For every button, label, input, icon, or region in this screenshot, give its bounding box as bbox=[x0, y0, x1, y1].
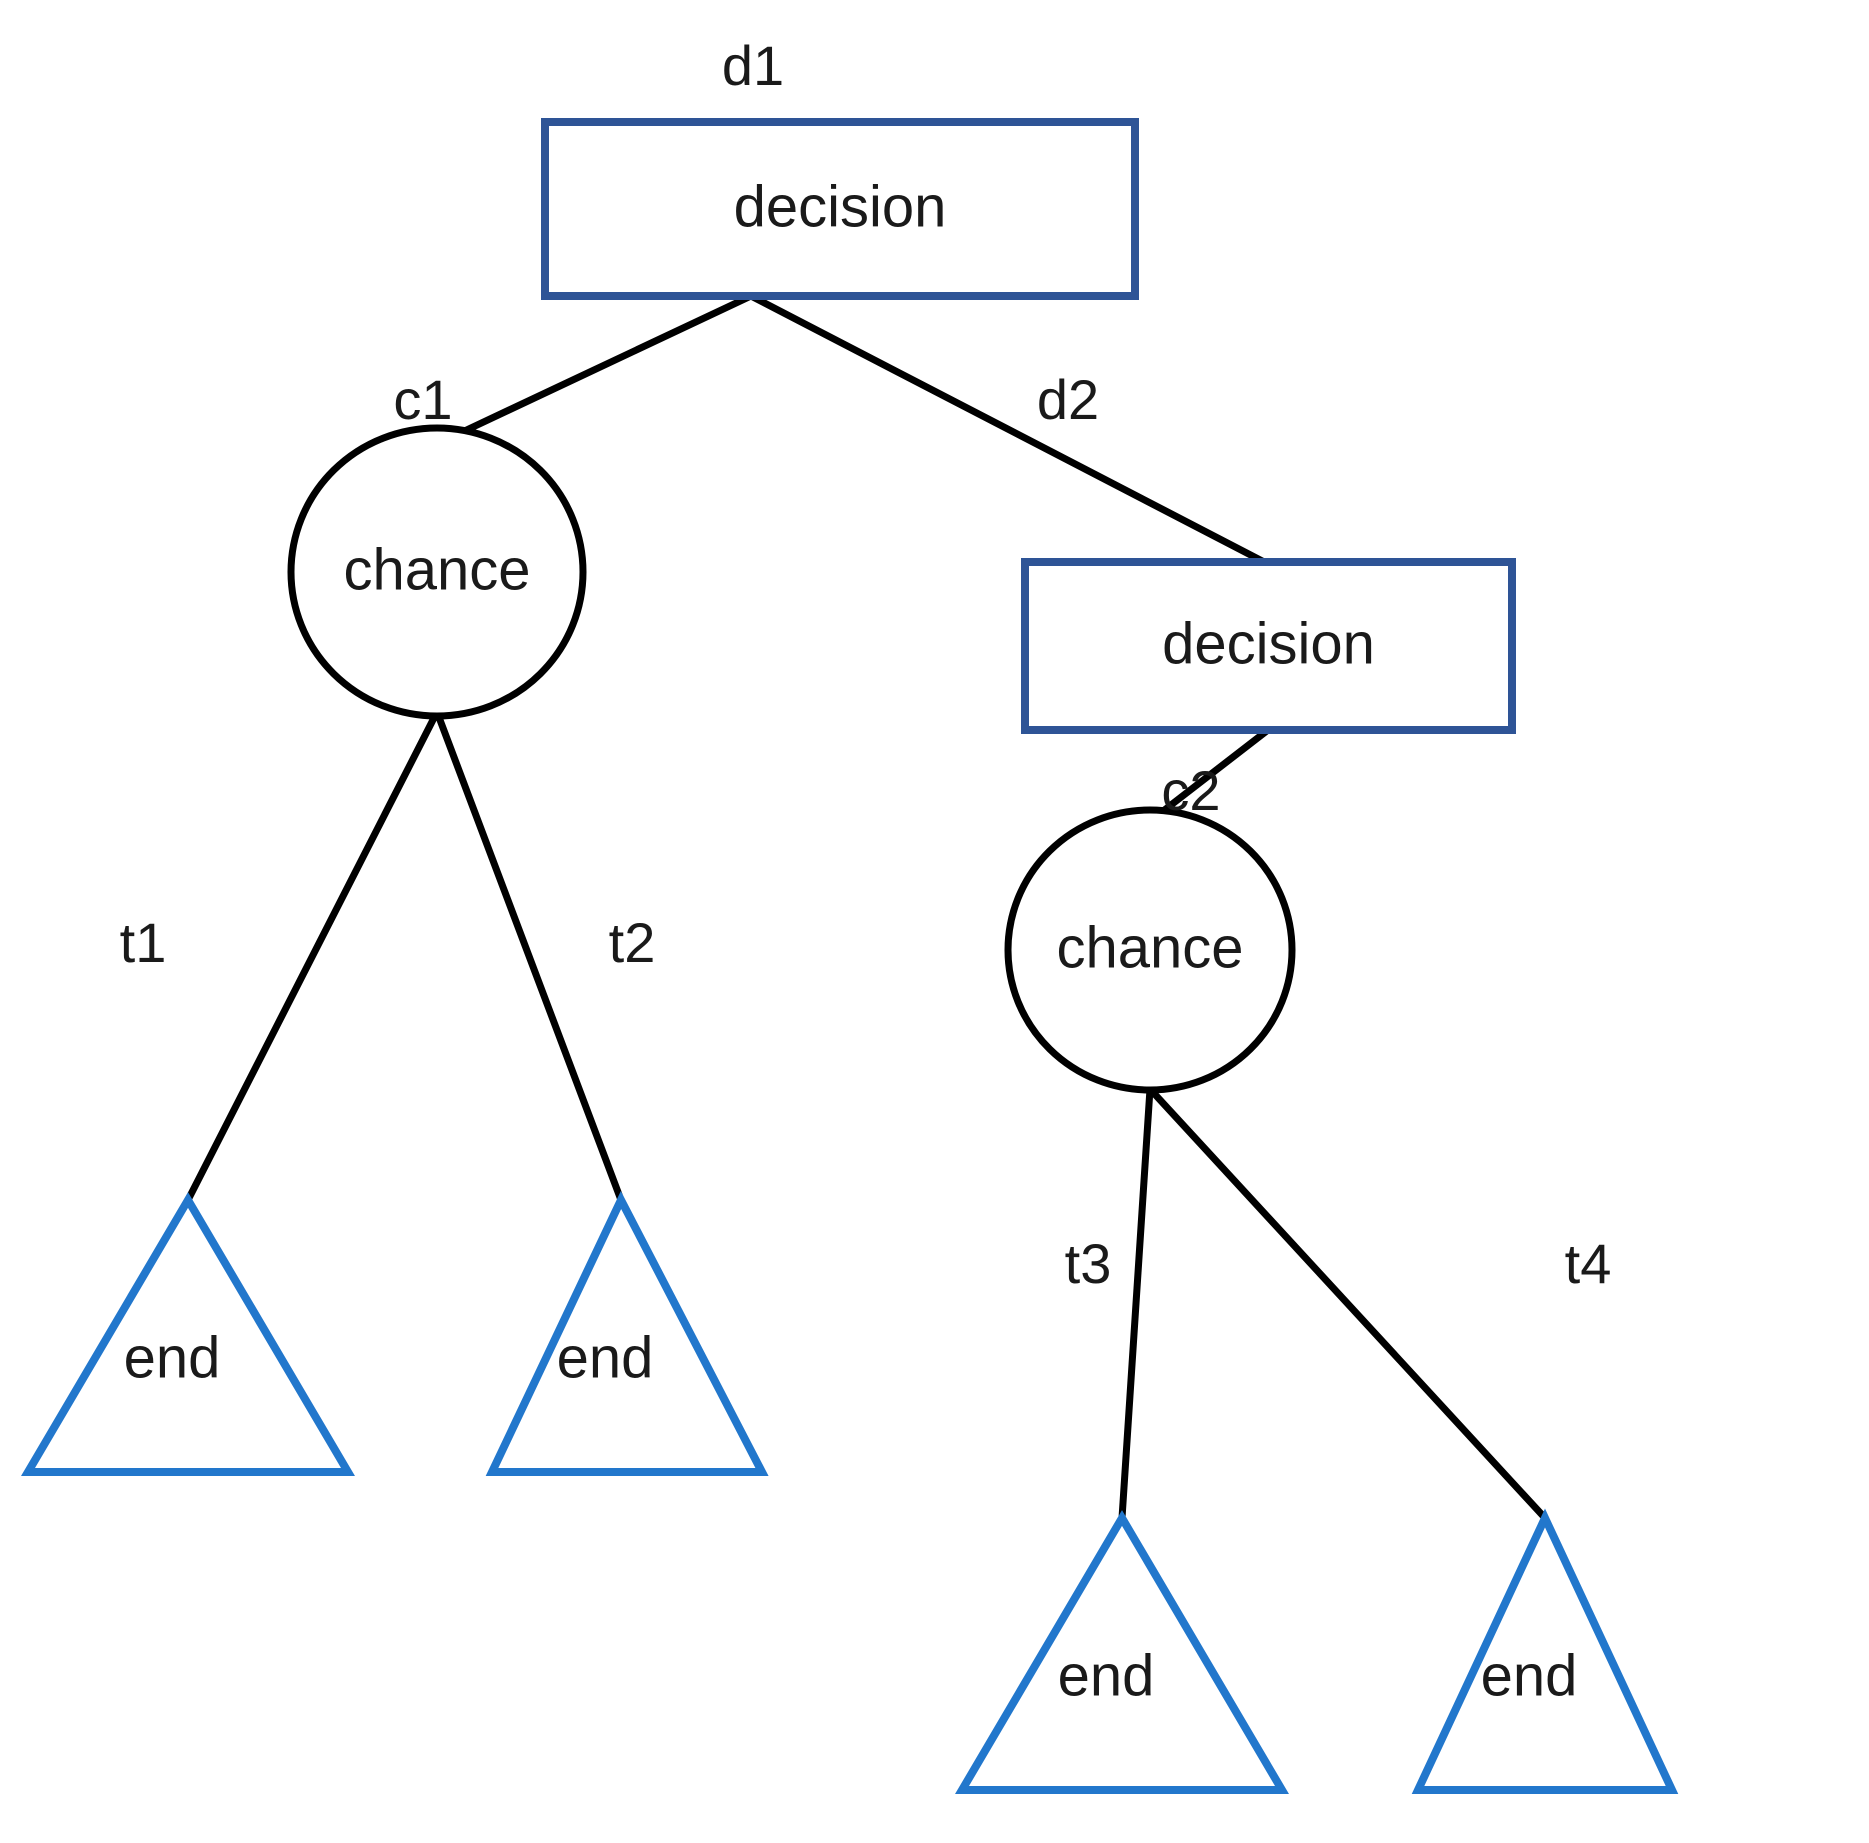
tree-node-d1[interactable]: decision bbox=[541, 118, 1139, 300]
tree-edge-e-d2-c2 bbox=[1154, 726, 1272, 819]
edge-label-d1: d1 bbox=[722, 34, 784, 97]
terminal-triangle-t2[interactable] bbox=[485, 1191, 769, 1476]
decision-box-d1[interactable] bbox=[541, 118, 1139, 300]
node-label-t2: end bbox=[557, 1325, 654, 1390]
tree-node-c2[interactable]: chance bbox=[1004, 806, 1296, 1094]
edge-label-c2: c2 bbox=[1161, 759, 1220, 822]
edge-label-t2: t2 bbox=[609, 911, 656, 974]
tree-node-t4[interactable]: end bbox=[1411, 1508, 1679, 1794]
node-label-d2: decision bbox=[1162, 611, 1375, 676]
node-label-d1: decision bbox=[734, 174, 947, 239]
edge-label-d2: d2 bbox=[1037, 368, 1099, 431]
edge-label-t4: t4 bbox=[1565, 1232, 1612, 1295]
tree-edge-e-c1-t1 bbox=[184, 708, 441, 1204]
edge-labels-layer: d1 c1 d2 c2 t1 t2 t3 t4 bbox=[120, 34, 1612, 1295]
tree-node-t3[interactable]: end bbox=[955, 1510, 1289, 1794]
edge-label-t1: t1 bbox=[120, 911, 167, 974]
chance-circle-c2[interactable] bbox=[1004, 806, 1296, 1094]
tree-node-c1[interactable]: chance bbox=[287, 424, 587, 720]
tree-node-t1[interactable]: end bbox=[21, 1192, 355, 1476]
chance-circle-c1[interactable] bbox=[287, 424, 587, 720]
node-label-t3: end bbox=[1058, 1643, 1155, 1708]
terminal-triangle-t4[interactable] bbox=[1411, 1508, 1679, 1794]
decision-box-d2[interactable] bbox=[1021, 558, 1516, 734]
edges-layer bbox=[184, 292, 1549, 1522]
tree-edge-e-c2-t4 bbox=[1146, 1085, 1549, 1522]
tree-edge-e-c2-t3 bbox=[1118, 1085, 1154, 1522]
tree-edge-e-c1-t2 bbox=[433, 708, 625, 1204]
tree-node-d2[interactable]: decision bbox=[1021, 558, 1516, 734]
node-label-c1: chance bbox=[343, 537, 530, 602]
tree-edge-e-d1-d2 bbox=[747, 292, 1274, 569]
terminal-triangle-t3[interactable] bbox=[955, 1510, 1289, 1794]
nodes-layer: decision chance decision chance end end end end bbox=[21, 118, 1679, 1794]
edge-label-t3: t3 bbox=[1065, 1232, 1112, 1295]
node-label-t4: end bbox=[1481, 1643, 1578, 1708]
terminal-triangle-t1[interactable] bbox=[21, 1192, 355, 1476]
node-label-c2: chance bbox=[1056, 915, 1243, 980]
tree-node-t2[interactable]: end bbox=[485, 1191, 769, 1476]
tree-edge-e-d1-c1 bbox=[452, 292, 755, 439]
edge-label-c1: c1 bbox=[393, 368, 452, 431]
node-label-t1: end bbox=[124, 1325, 221, 1390]
